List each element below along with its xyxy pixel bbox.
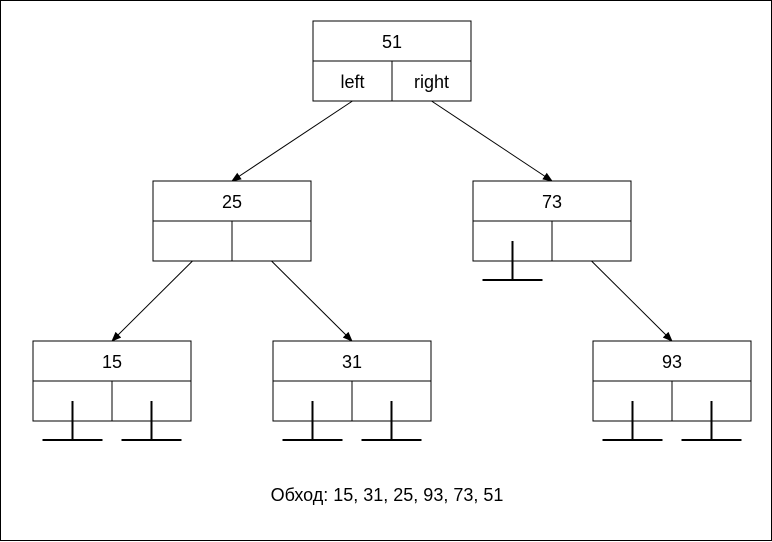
traversal-caption: Обход: 15, 31, 25, 93, 73, 51 (270, 485, 504, 505)
tree-node-31: 31 (272, 340, 432, 441)
edge-n51-n25 (231, 100, 353, 182)
tree-node-25: 25 (152, 180, 312, 262)
node-value: 93 (662, 352, 682, 372)
node-value: 25 (222, 192, 242, 212)
edges-layer (111, 100, 673, 342)
tree-node-15: 15 (32, 340, 192, 441)
nodes-layer: 51 left right 25 73 15 31 93 (32, 20, 752, 441)
node-value: 31 (342, 352, 362, 372)
edge-n73-n93 (591, 260, 673, 342)
tree-node-51: 51 left right (312, 20, 472, 102)
tree-node-93: 93 (592, 340, 752, 441)
node-value: 15 (102, 352, 122, 372)
edge-n51-n73 (431, 100, 553, 182)
right-pointer-label: right (414, 72, 449, 92)
node-value: 73 (542, 192, 562, 212)
tree-node-73: 73 (472, 180, 632, 281)
edge-n25-n15 (111, 260, 193, 342)
left-pointer-label: left (340, 72, 364, 92)
edge-n25-n31 (271, 260, 353, 342)
node-value: 51 (382, 32, 402, 52)
